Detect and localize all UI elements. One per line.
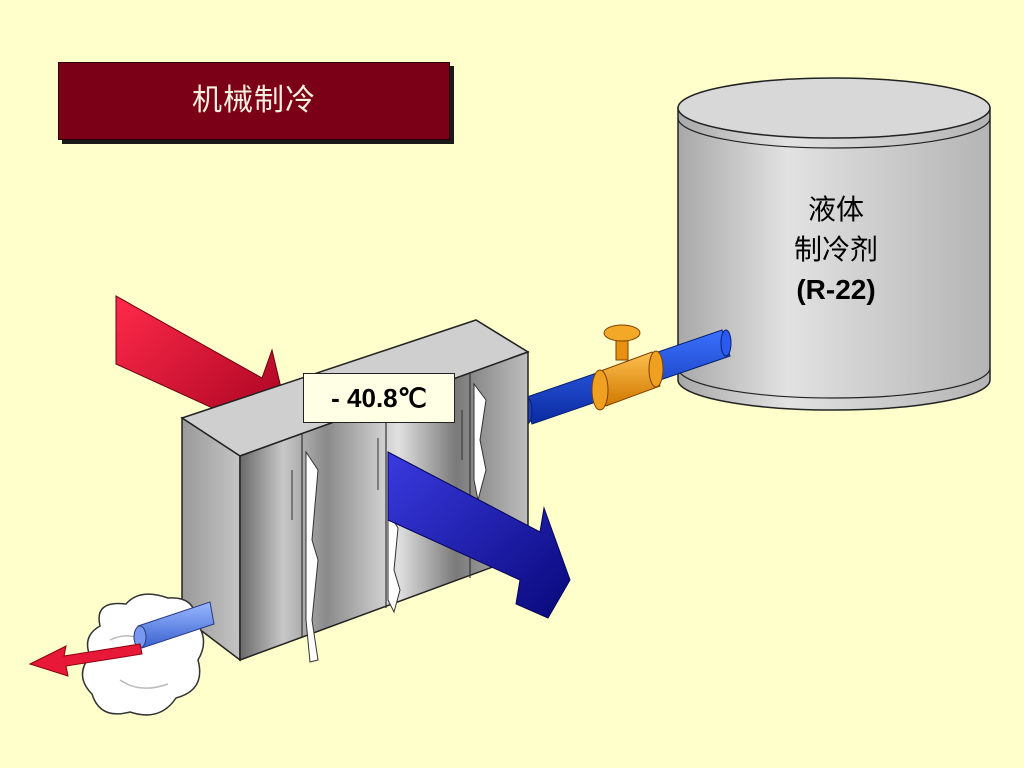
tank-label-line1: 液体 [807,193,864,226]
expansion-valve [591,324,664,411]
tank-label-line2: 制冷剂 [793,233,878,266]
temperature-label: - 40.8℃ [331,382,427,413]
tank-label-code: (R-22) [796,274,876,305]
refrigerant-tank [677,77,991,411]
outlet-pipe [133,601,215,649]
tank-label: 液体 制冷剂 (R-22) [756,190,916,310]
temperature-box: - 40.8℃ [303,373,455,423]
outlet-arrow [28,643,143,677]
title-box: 机械制冷 [58,62,450,140]
page-title: 机械制冷 [192,83,316,118]
cold-air-arrow [387,451,571,619]
